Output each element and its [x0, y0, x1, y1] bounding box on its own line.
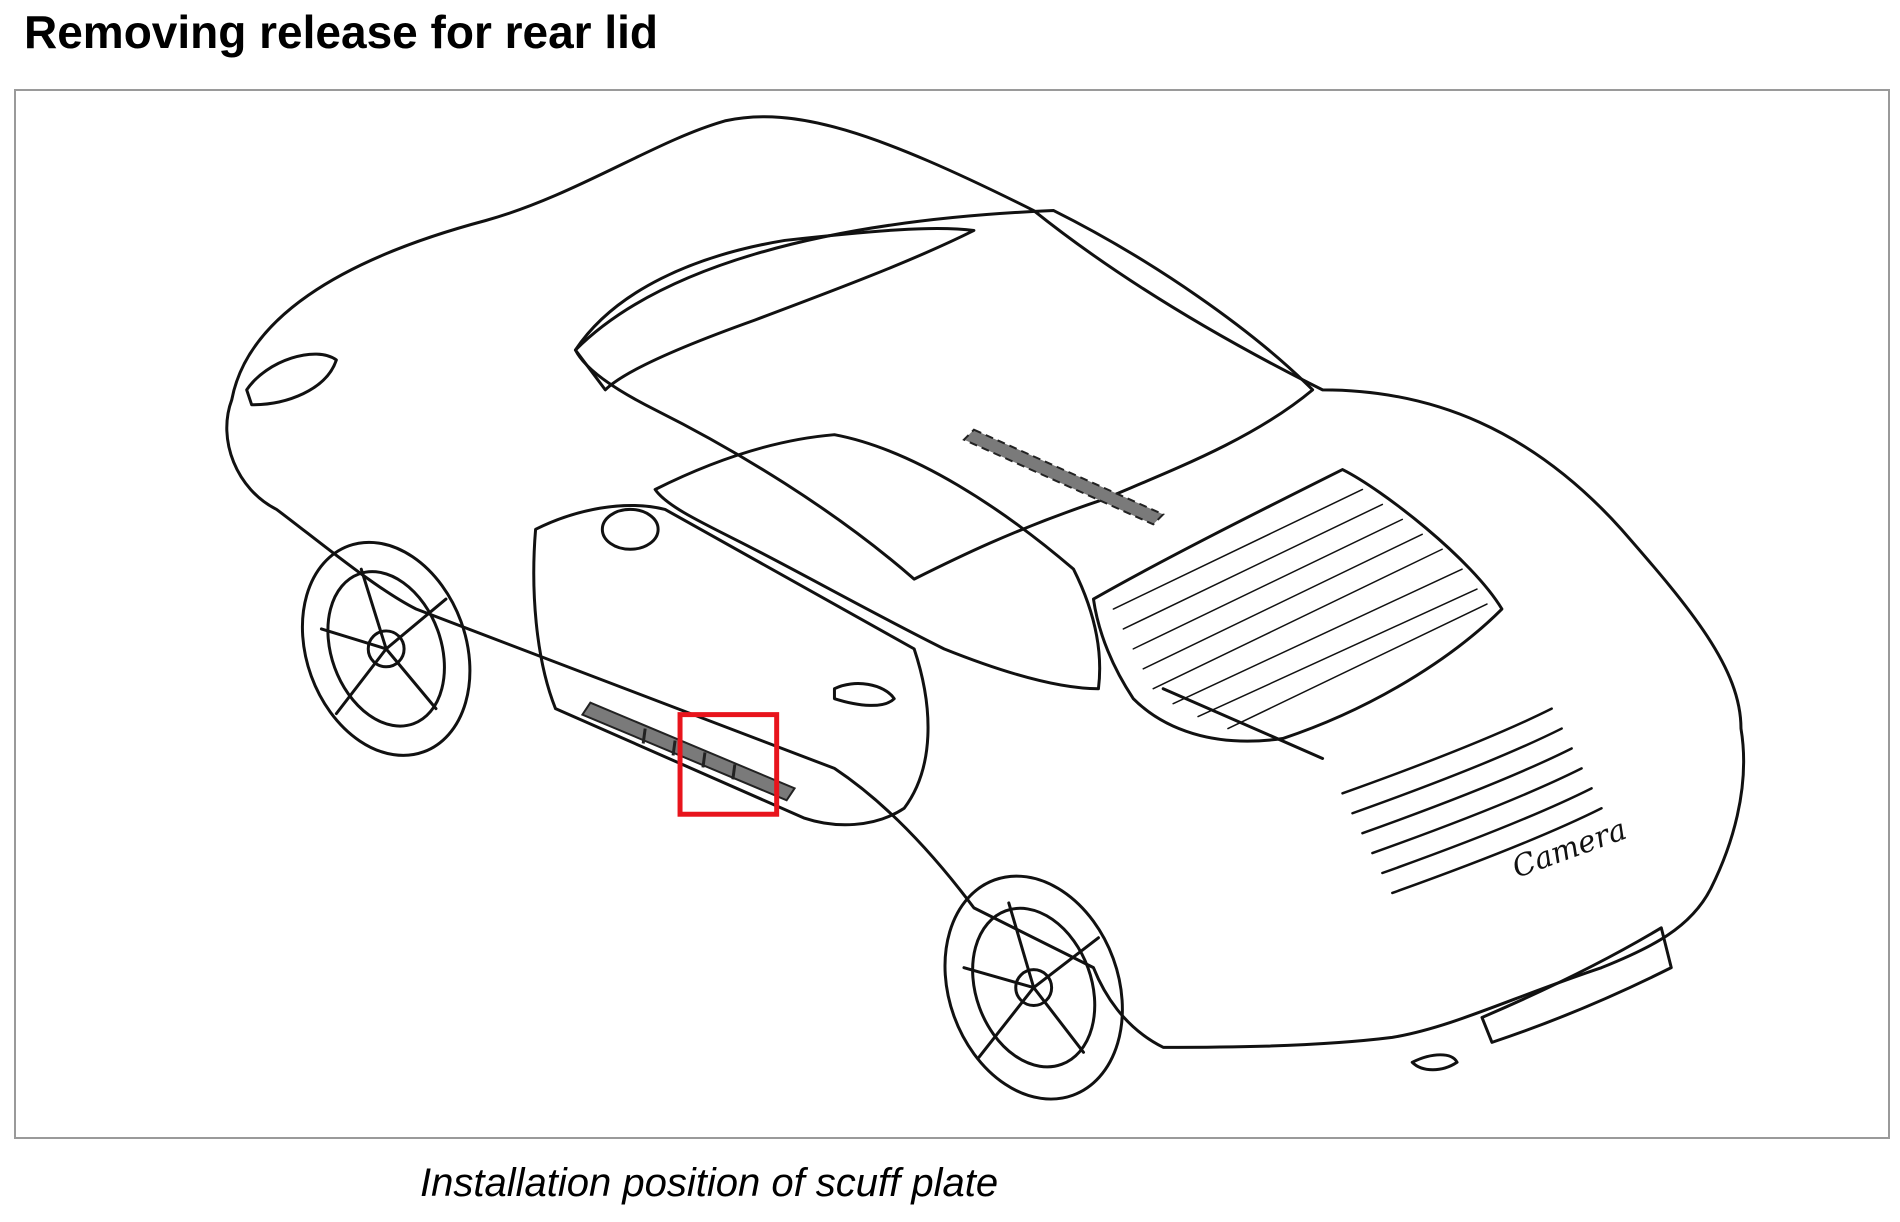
illustration-frame: Camera	[14, 89, 1890, 1139]
rear-window-lines	[1112, 488, 1488, 730]
rear-wiper	[1161, 687, 1325, 760]
rear-wheel	[943, 874, 1124, 1101]
page-title: Removing release for rear lid	[24, 6, 659, 58]
rear-window	[1091, 468, 1504, 743]
car-roof	[573, 209, 1315, 581]
side-mirror	[600, 507, 660, 551]
door-handle	[832, 682, 896, 707]
car-illustration: Camera	[225, 115, 1746, 1101]
rear-lid-release-part	[962, 428, 1165, 526]
exhaust	[1410, 1053, 1459, 1072]
highlight-box	[677, 712, 780, 817]
front-wheel	[300, 540, 472, 757]
car-side-window	[653, 433, 1102, 691]
engine-grille	[1341, 707, 1603, 895]
car-door	[532, 504, 930, 827]
headlight	[245, 352, 338, 407]
figure-caption: Installation position of scuff plate	[420, 1161, 999, 1205]
car-body-outline	[225, 115, 1746, 1049]
scuff-plate-part	[580, 701, 797, 802]
car-windshield	[573, 227, 976, 392]
scuff-plate-clips	[641, 728, 737, 780]
rear-bumper	[1480, 926, 1673, 1044]
